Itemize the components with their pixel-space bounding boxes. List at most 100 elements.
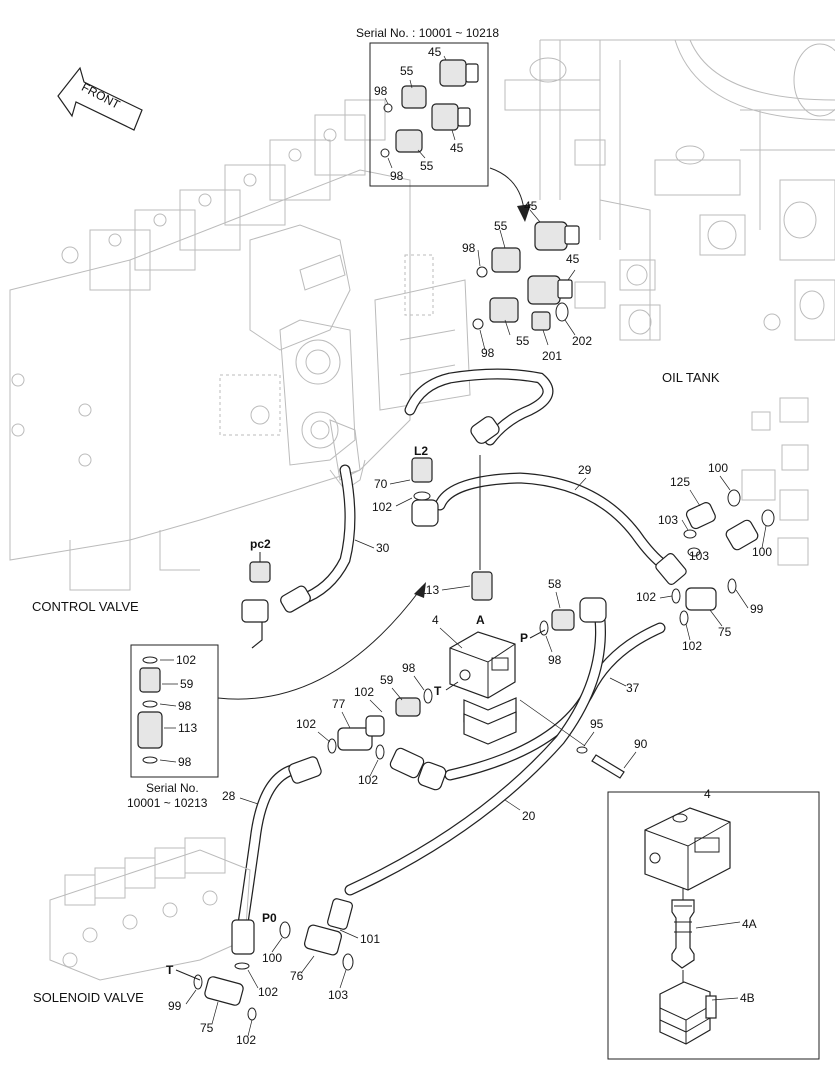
elbow-fitting-icon: [411, 499, 439, 527]
callout-arrow-icon: [414, 582, 426, 598]
part-label-99: 99: [750, 602, 764, 616]
part-label-102: 102: [296, 717, 316, 731]
part-label-98: 98: [548, 653, 562, 667]
part-label-59: 59: [380, 673, 394, 687]
part-label-102: 102: [682, 639, 702, 653]
callout-label-102: 102: [176, 653, 196, 667]
detail-label-4b: 4B: [740, 991, 755, 1005]
valve-block-4: [449, 631, 516, 699]
o-ring-99-icon: [193, 974, 203, 990]
bolt-90-icon: [591, 754, 625, 779]
part-label-103: 103: [328, 988, 348, 1002]
o-ring-102-icon: [679, 610, 689, 626]
o-ring-102-icon: [375, 744, 385, 760]
adapter-55-icon: [491, 247, 521, 273]
front-arrow: FRONT: [57, 66, 143, 131]
left-serial-callout: 102 59 98 113 98 Serial No. 10001 ~ 1021…: [127, 582, 426, 810]
part-label-30: 30: [376, 541, 390, 555]
hose-end-fitting-icon: [389, 747, 425, 779]
callout-label-59: 59: [180, 677, 194, 691]
adapter-59-icon: [395, 697, 421, 717]
control-valve-label: CONTROL VALVE: [32, 599, 139, 614]
callout-label-55: 55: [420, 159, 434, 173]
part-label-99: 99: [168, 999, 182, 1013]
part-label-102: 102: [258, 985, 278, 999]
part-label-70: 70: [374, 477, 388, 491]
elbow-fitting-icon: [417, 761, 447, 791]
o-ring-103-icon: [342, 953, 354, 971]
part-label-102: 102: [358, 773, 378, 787]
port-label-l2: L2: [414, 444, 428, 458]
coil-4b-icon: [659, 981, 711, 1045]
o-ring-99-icon: [727, 578, 737, 594]
solenoid-valve-label: SOLENOID VALVE: [33, 990, 144, 1005]
o-ring-102-icon: [234, 962, 250, 970]
hose-end-fitting-icon: [280, 585, 311, 613]
cartridge-4a-icon: [671, 899, 695, 969]
callout-label-98: 98: [178, 755, 192, 769]
adapter-55-icon: [395, 129, 423, 153]
part-label-102: 102: [636, 590, 656, 604]
part-label-98: 98: [481, 346, 495, 360]
left-callout-serial-line1: Serial No.: [146, 781, 199, 795]
o-ring-102-icon: [413, 491, 431, 501]
tee-77-icon: [337, 727, 373, 751]
pc2-tee-icon: [241, 599, 269, 623]
part-label-55: 55: [516, 334, 530, 348]
hose-lines: [236, 368, 674, 936]
pressure-switch-stack: 45 55 98 45 55 98 201 202: [462, 199, 592, 363]
detail-label-4a: 4A: [742, 917, 757, 931]
top-serial-callout: Serial No. : 10001 ~ 10218 45 55 98 55 4…: [356, 26, 531, 222]
port-label-pc2: pc2: [250, 537, 271, 551]
elbow-fitting-icon: [579, 597, 607, 623]
adapter-55-icon: [401, 85, 427, 109]
part-label-4: 4: [432, 613, 439, 627]
elbow-125-icon: [685, 502, 716, 530]
port-label-a: A: [476, 613, 485, 627]
pressure-switch-45-icon: [439, 59, 467, 87]
part-label-98: 98: [402, 661, 416, 675]
washer-95-icon: [576, 746, 588, 754]
o-ring-100-icon: [727, 489, 741, 507]
pressure-switch-45-icon: [527, 275, 561, 305]
part-label-102: 102: [236, 1033, 256, 1047]
o-ring-103-icon: [683, 529, 697, 539]
part-label-125: 125: [670, 475, 690, 489]
o-ring-100-icon: [279, 921, 291, 939]
o-ring-98-icon: [476, 266, 488, 278]
o-ring-98-icon: [142, 700, 158, 708]
part-label-100: 100: [752, 545, 772, 559]
part-label-101: 101: [360, 932, 380, 946]
o-ring-102-icon: [327, 738, 337, 754]
hose-end-fitting-icon: [470, 416, 500, 444]
part-label-90: 90: [634, 737, 648, 751]
tee-75-icon: [685, 587, 717, 611]
part-label-20: 20: [522, 809, 536, 823]
top-callout-serial: Serial No. : 10001 ~ 10218: [356, 26, 499, 40]
callout-label-55: 55: [400, 64, 414, 78]
part-label-100: 100: [708, 461, 728, 475]
part-label-103: 103: [689, 549, 709, 563]
o-ring-102-icon: [247, 1007, 257, 1021]
detail-box-frame: [607, 791, 820, 1060]
o-ring-202-icon: [555, 302, 569, 322]
left-callout-frame: [130, 644, 219, 778]
part-label-95: 95: [590, 717, 604, 731]
o-ring-98-icon: [423, 688, 433, 704]
hose-end-fitting-icon: [327, 898, 353, 930]
hose-end-fitting-icon: [231, 919, 255, 955]
left-callout-serial-line2: 10001 ~ 10213: [127, 796, 208, 810]
callout-label-98: 98: [178, 699, 192, 713]
pc2-adapter-icon: [249, 561, 271, 583]
o-ring-102-icon: [142, 656, 158, 664]
callout-label-98: 98: [374, 84, 388, 98]
o-ring-102-icon: [671, 588, 681, 604]
adapter-59-icon: [139, 667, 161, 693]
hose-29: [434, 472, 674, 574]
hose-end-fitting-icon: [655, 553, 687, 585]
part-label-100: 100: [262, 951, 282, 965]
port-label-t: T: [434, 684, 442, 698]
adapter-113-icon: [471, 571, 493, 601]
o-ring-98-icon: [380, 148, 390, 158]
